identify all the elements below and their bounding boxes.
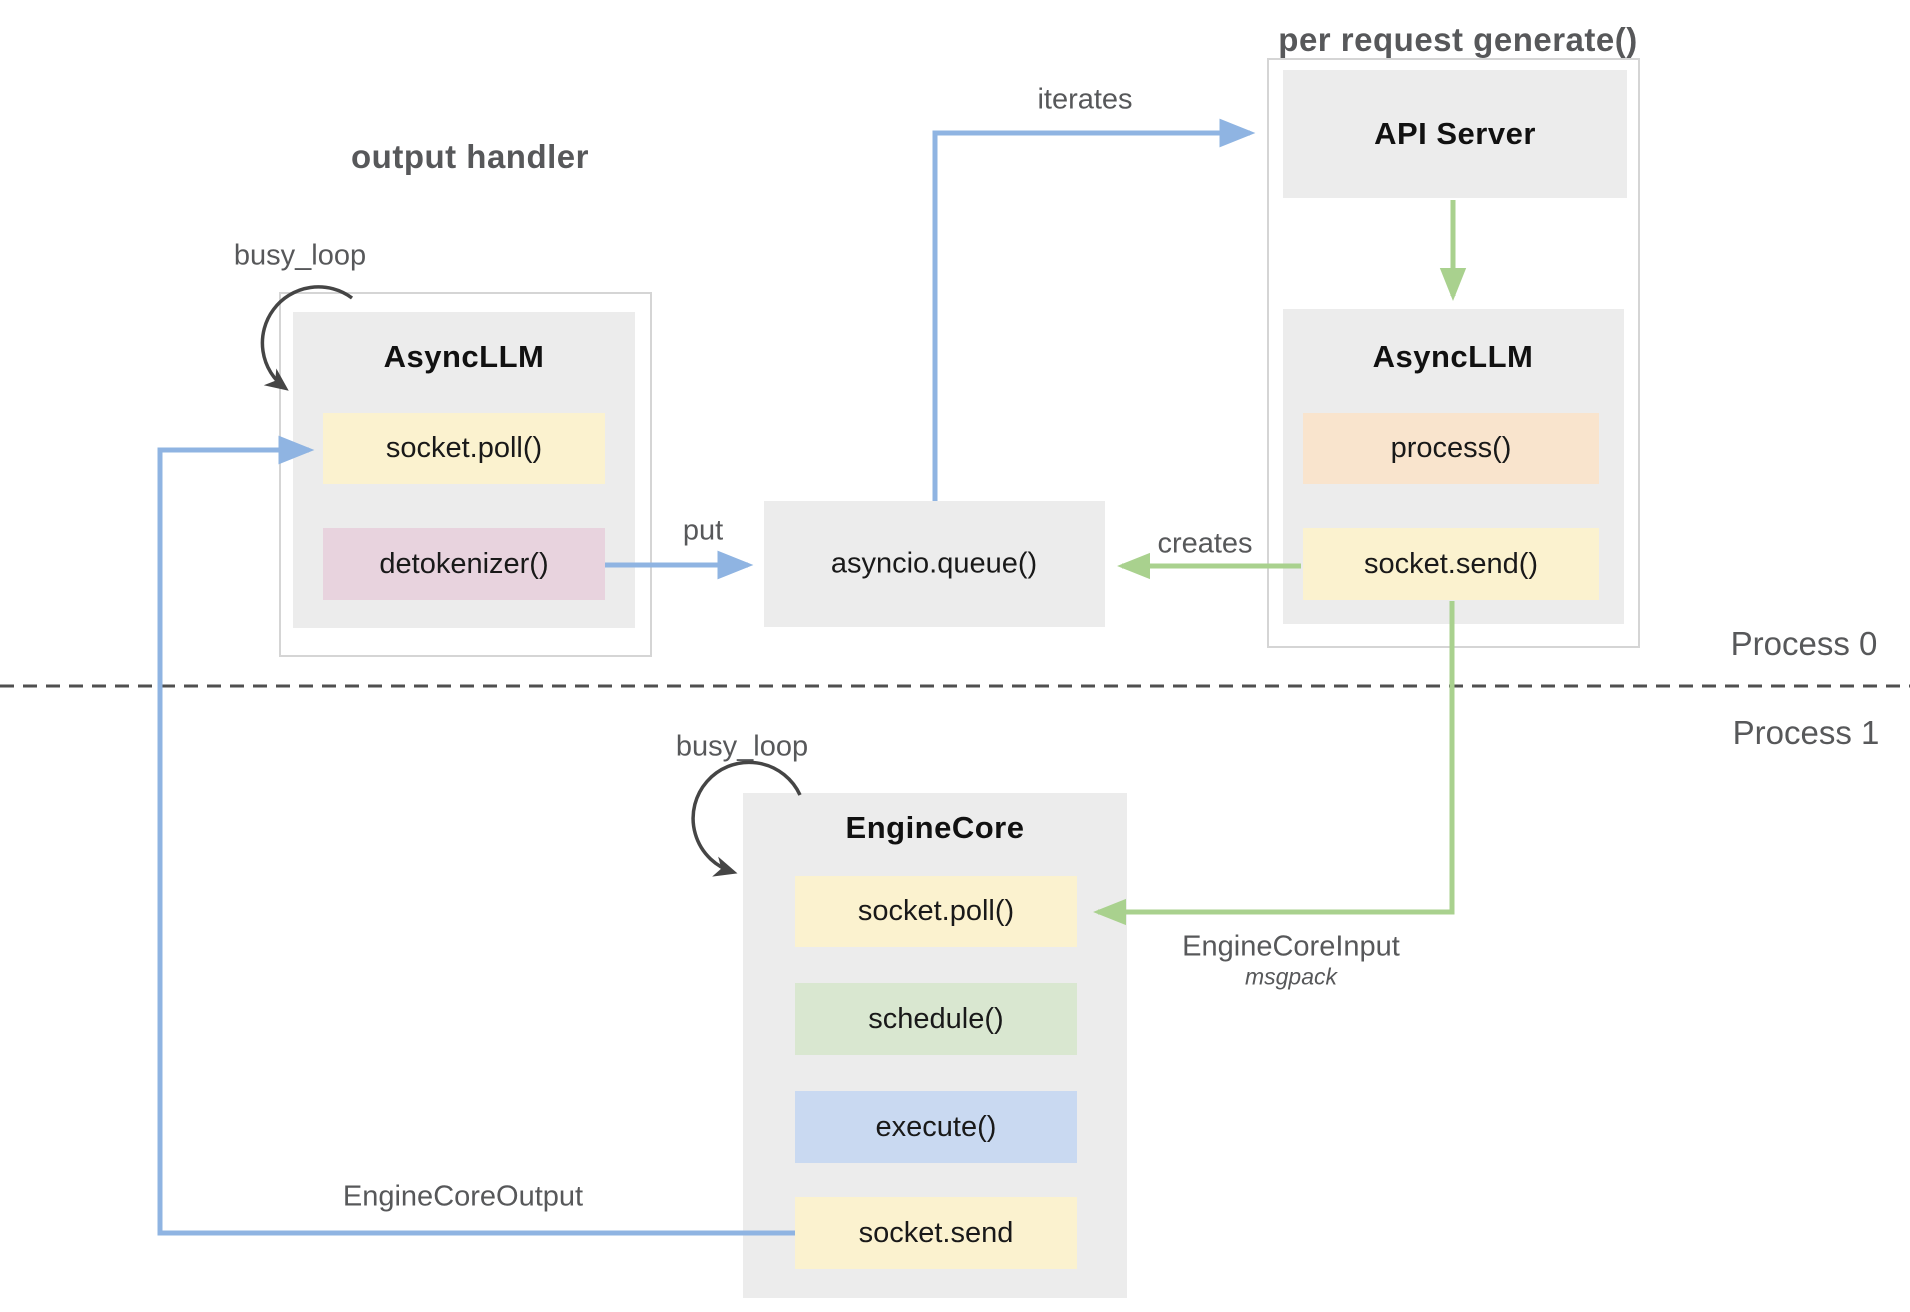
async-llm-output-detokenizer-chip: detokenizer() — [323, 528, 605, 600]
process-1-label: Process 1 — [1732, 714, 1880, 751]
async-llm-request-process-chip: process() — [1303, 413, 1599, 484]
async-llm-output-socket-poll-chip: socket.poll() — [323, 413, 605, 484]
engine-core-socket-poll-chip: socket.poll() — [795, 876, 1077, 947]
busy-loop-output-label: busy_loop — [233, 239, 367, 272]
asyncio-queue-node — [764, 501, 1105, 627]
iterates-label: iterates — [1037, 83, 1133, 116]
per-request-generate-title: per request generate() — [1278, 21, 1638, 58]
msgpack-label: msgpack — [1244, 963, 1338, 990]
async-llm-request-socket-send-chip: socket.send() — [1303, 528, 1599, 600]
engine-core-input-label: EngineCoreInput — [1182, 930, 1400, 963]
put-label: put — [682, 514, 724, 547]
output-handler-title: output handler — [351, 138, 589, 175]
engine-core-output-label: EngineCoreOutput — [342, 1180, 584, 1213]
asyncio-queue-node-title: asyncio.queue() — [830, 547, 1038, 580]
process-0-label: Process 0 — [1730, 625, 1878, 662]
iterates-arrow — [932, 118, 1256, 501]
creates-label: creates — [1157, 527, 1253, 560]
async-llm-output-node-title: AsyncLLM — [383, 339, 545, 374]
engine-core-execute-chip: execute() — [795, 1091, 1077, 1163]
engine-core-socket-send-chip: socket.send — [795, 1197, 1077, 1269]
api-server-node — [1283, 70, 1627, 198]
async-llm-request-node-title: AsyncLLM — [1372, 339, 1534, 374]
api-server-node-title: API Server — [1374, 116, 1536, 151]
engine-core-node-title: EngineCore — [845, 810, 1025, 845]
engine-core-schedule-chip: schedule() — [795, 983, 1077, 1055]
busy-loop-engine-label: busy_loop — [675, 730, 809, 763]
